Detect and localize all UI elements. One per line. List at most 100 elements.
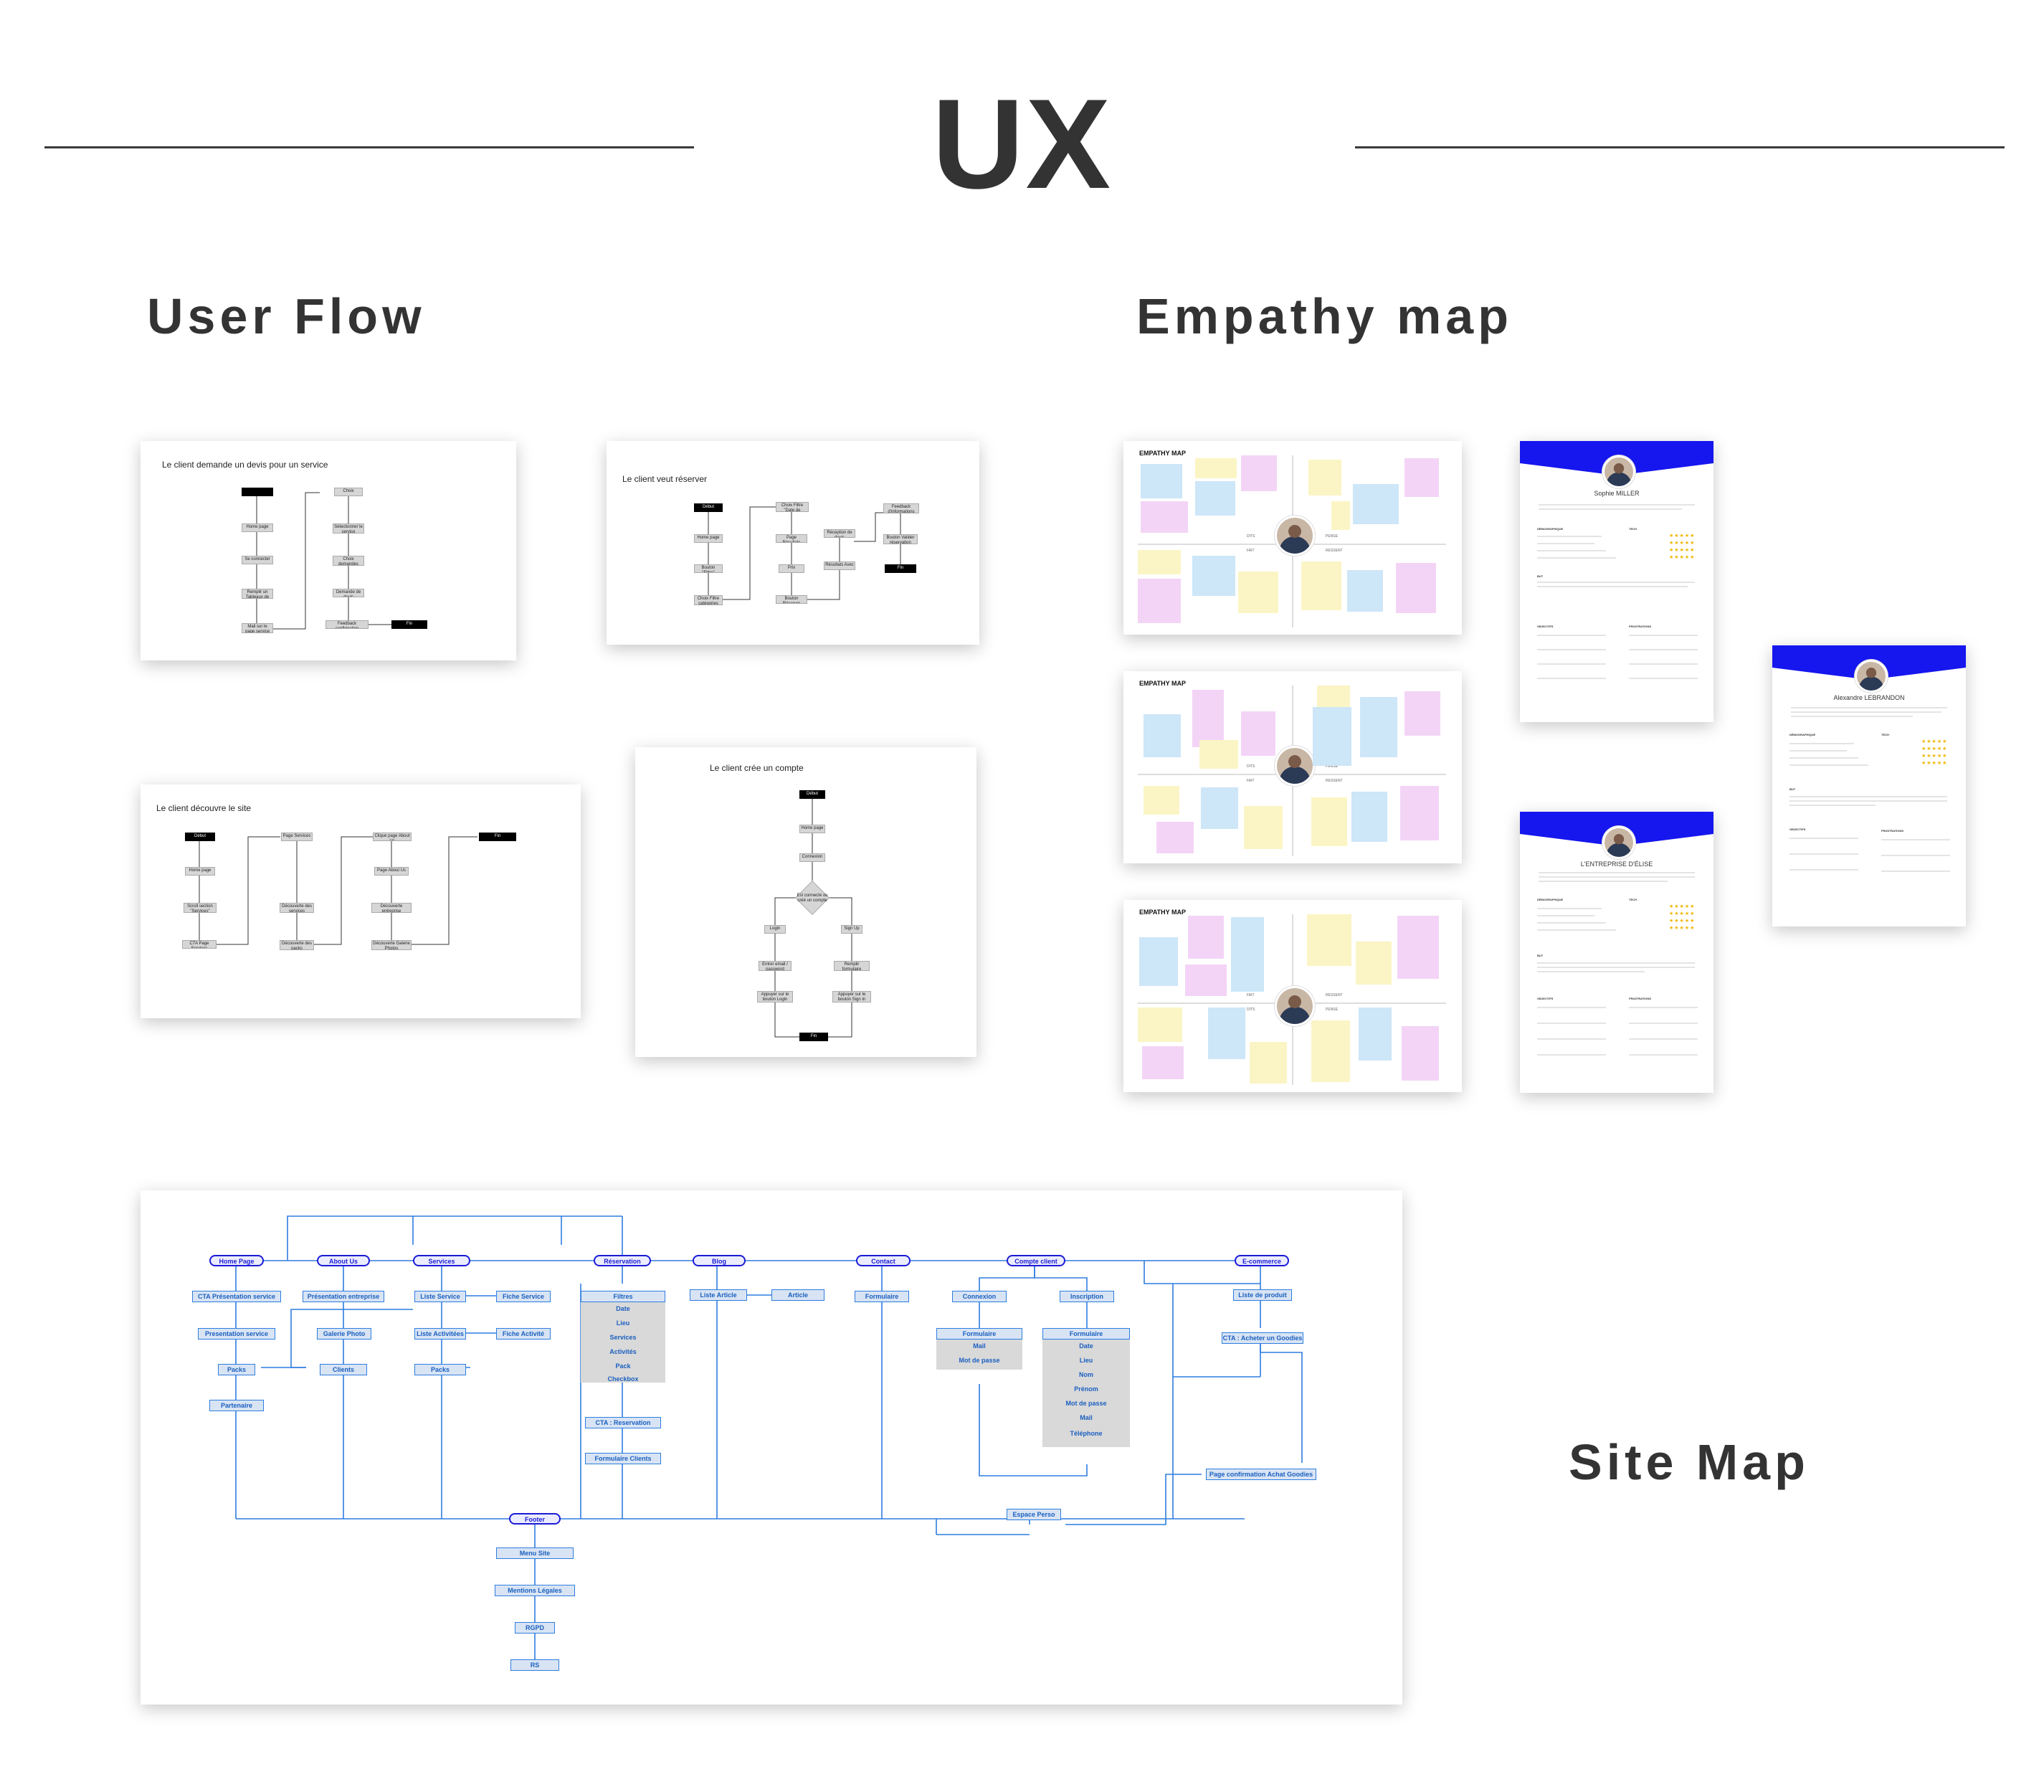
text-placeholder [1537, 962, 1695, 964]
divider-left [44, 146, 694, 148]
site-map-node: Partenaire [209, 1400, 264, 1411]
site-map-node: Clients [320, 1364, 367, 1375]
sticky-note [1356, 942, 1392, 985]
sticky-note [1144, 786, 1179, 815]
text-placeholder [1537, 1023, 1606, 1024]
filter-item: Services [609, 1334, 637, 1341]
flow-node: Choix demandes [333, 556, 364, 566]
section-label: BUT [1537, 954, 1544, 957]
text-placeholder [1629, 649, 1698, 650]
rating-stars: ★★★★★ [1669, 548, 1696, 553]
text-placeholder [1537, 1054, 1606, 1056]
persona-name: Alexandre LEBRANDON [1833, 694, 1905, 701]
sticky-note [1144, 714, 1181, 757]
persona-avatar [1855, 660, 1888, 693]
quadrant-label: FAIT [1247, 779, 1255, 783]
site-map-node: Liste Service [414, 1291, 466, 1302]
site-map-node: Formulaire [855, 1291, 909, 1302]
text-placeholder [1537, 635, 1606, 636]
sticky-note [1331, 501, 1350, 530]
sticky-note [1199, 740, 1238, 769]
quadrant-label: RESSENT [1326, 549, 1343, 553]
text-placeholder [1629, 1038, 1698, 1040]
text-placeholder [1789, 750, 1847, 752]
user-flow-decouvre: Le client découvre le site Début Home pa… [141, 784, 581, 1018]
flow-node: Choix Filtre "Date de Service" [776, 502, 809, 512]
section-label: FRUSTRATIONS [1629, 997, 1652, 1000]
sticky-note [1192, 690, 1224, 747]
section-label: BUT [1789, 787, 1796, 791]
flow-node: Découverte des services [280, 903, 314, 913]
site-map-node-footer: Footer [509, 1513, 561, 1525]
section-label: BUT [1537, 574, 1544, 578]
section-label: FRUSTRATIONS [1881, 829, 1904, 833]
flow-node: Scroll section "Services" [184, 903, 217, 913]
sticky-note [1192, 556, 1235, 596]
rating-stars: ★★★★★ [1921, 739, 1948, 744]
flow-node-end: Fin [391, 620, 427, 629]
flow-node-end: Fin [479, 833, 516, 841]
flow-node: Home page [185, 867, 215, 876]
text-placeholder [1537, 586, 1688, 587]
text-placeholder [1629, 1007, 1698, 1008]
sticky-note [1188, 916, 1224, 959]
empathy-map-title: EMPATHY MAP [1139, 909, 1187, 916]
text-placeholder [1789, 757, 1858, 759]
site-map-node: Menu Site [496, 1547, 574, 1559]
text-placeholder [1881, 871, 1950, 872]
text-placeholder [1537, 557, 1616, 559]
sticky-note [1347, 570, 1383, 612]
persona-avatar [1275, 516, 1315, 556]
site-map-node: Liste Article [690, 1289, 747, 1301]
quadrant-label: DITS [1247, 534, 1255, 539]
flow-node: Résultats Avec [824, 561, 855, 570]
flow-node: Découverte des packs [280, 940, 314, 950]
section-label: FRUSTRATIONS [1629, 625, 1652, 628]
persona-card-elise: L'ENTREPRISE D'ÉLISE DÉMOGRAPHIQUE TECH … [1520, 812, 1713, 1093]
sticky-note [1201, 787, 1238, 829]
site-map-node-contact: Contact [856, 1255, 911, 1266]
text-placeholder [1537, 536, 1602, 537]
text-placeholder [1537, 967, 1695, 968]
rating-stars: ★★★★★ [1669, 919, 1696, 924]
form-field: Mot de passe [1065, 1400, 1107, 1407]
text-placeholder [1791, 711, 1941, 713]
sticky-note [1138, 1008, 1182, 1042]
text-placeholder [1537, 1007, 1606, 1008]
quadrant-label: PENSE [1326, 1008, 1338, 1012]
site-map-node: Inscription [1060, 1291, 1114, 1302]
text-placeholder [1789, 764, 1868, 766]
persona-avatar [1602, 826, 1635, 859]
flow-node: Choix [334, 488, 363, 496]
page-title: UX [931, 72, 1113, 215]
rating-stars: ★★★★★ [1921, 761, 1948, 766]
text-placeholder [1539, 872, 1695, 873]
site-map-heading: Site Map [1569, 1434, 1810, 1490]
site-map-node: CTA : Reservation [585, 1417, 661, 1428]
flow-node: Prix [779, 564, 804, 573]
empathy-map-title: EMPATHY MAP [1139, 450, 1187, 457]
sticky-note [1404, 691, 1440, 736]
user-flow-devis: Le client demande un devis pour un servi… [141, 441, 516, 660]
form-field: Mail [1080, 1414, 1093, 1421]
site-map: Home Page About Us Services Réservation … [141, 1190, 1402, 1705]
flow-node: Page Services [281, 833, 313, 841]
rating-stars: ★★★★★ [1921, 754, 1948, 759]
section-label: TECH [1629, 898, 1637, 901]
text-placeholder [1881, 839, 1950, 840]
sticky-note [1241, 455, 1277, 491]
flow-node: Se connecter [242, 556, 273, 564]
text-placeholder [1791, 716, 1913, 717]
site-map-node-about: About Us [317, 1255, 370, 1266]
flow-node: Feedback d'informations envoyées [883, 503, 919, 513]
text-placeholder [1789, 853, 1858, 855]
sticky-note [1400, 786, 1439, 840]
flow-connectors [199, 836, 477, 945]
site-map-node: Liste de produit [1233, 1289, 1292, 1301]
flow-node: Bouton Réserver [776, 595, 807, 604]
persona-card-alexandre: Alexandre LEBRANDON DÉMOGRAPHIQUE TECH ★… [1772, 645, 1966, 926]
flow-node: Remplir formulaire [834, 961, 870, 971]
section-label: OBJECTIFS [1537, 625, 1554, 628]
text-placeholder [1881, 855, 1950, 856]
text-placeholder [1537, 543, 1594, 544]
